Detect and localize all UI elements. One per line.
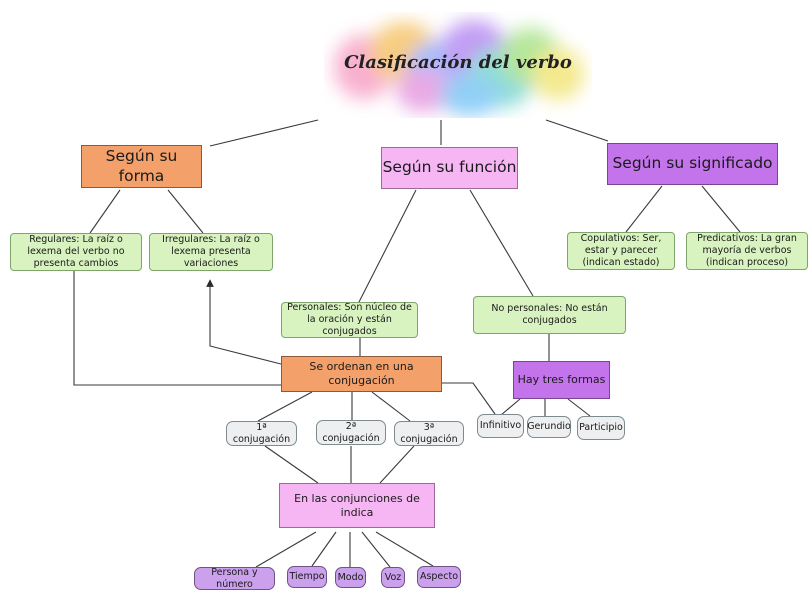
- watercolor-splash: [334, 20, 584, 116]
- node-participio: Participio: [577, 416, 625, 440]
- node-predicativos: Predicativos: La gran mayoría de verbos …: [686, 232, 808, 270]
- node-voz: Voz: [381, 567, 405, 588]
- page-title: Clasificación del verbo: [344, 52, 572, 73]
- category-significado: Según su significado: [607, 143, 778, 185]
- node-irregulares: Irregulares: La raíz o lexema presenta v…: [149, 233, 273, 271]
- node-infinitivo: Infinitivo: [477, 414, 524, 438]
- node-copulativos: Copulativos: Ser, estar y parecer (indic…: [567, 232, 675, 270]
- node-personales: Personales: Son núcleo de la oración y e…: [281, 302, 418, 338]
- node-aspecto: Aspecto: [417, 566, 461, 588]
- node-tres-formas: Hay tres formas: [513, 361, 610, 399]
- node-se-ordenan: Se ordenan en una conjugación: [281, 356, 442, 392]
- node-conjugacion-2: 2ª conjugación: [316, 420, 386, 445]
- node-tiempo: Tiempo: [287, 566, 327, 588]
- node-no-personales: No personales: No están conjugados: [473, 296, 626, 334]
- node-modo: Modo: [335, 567, 366, 588]
- node-indica: En las conjunciones de indica: [279, 483, 435, 528]
- node-gerundio: Gerundio: [527, 416, 571, 438]
- node-regulares: Regulares: La raíz o lexema del verbo no…: [10, 233, 142, 271]
- node-persona-numero: Persona y número: [194, 567, 275, 590]
- category-funcion: Según su función: [381, 147, 518, 189]
- category-forma: Según su forma: [81, 145, 202, 188]
- node-conjugacion-1: 1ª conjugación: [226, 421, 297, 446]
- node-conjugacion-3: 3ª conjugación: [394, 421, 464, 446]
- title-banner: Clasificación del verbo: [324, 12, 592, 118]
